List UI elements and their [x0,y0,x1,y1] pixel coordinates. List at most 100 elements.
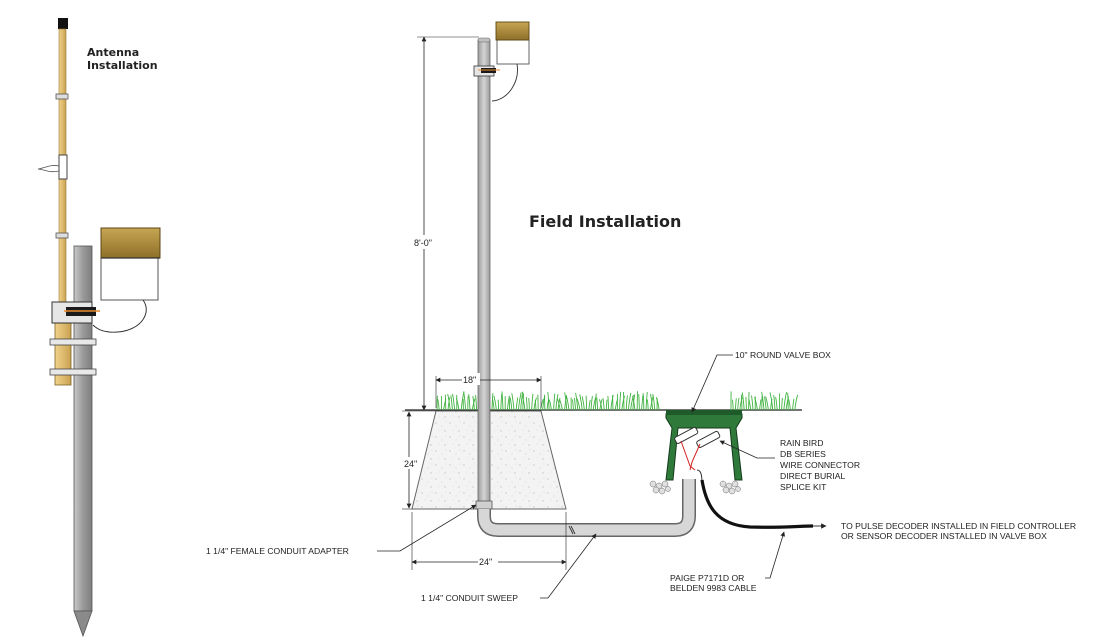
dim-height-label: 8'-0" [414,238,432,248]
grass-blade [539,399,544,411]
field-installation-title: Field Installation [529,212,681,231]
grass-blade [773,395,776,411]
grass-blade [632,395,636,411]
grass [436,391,799,411]
grass-blade [468,393,471,411]
grass-blade [444,394,447,411]
grass-blade [741,392,745,411]
grass-blade [556,398,561,411]
gravel [649,480,741,495]
grass-blade [497,399,500,411]
grass-blade [515,397,519,411]
grass-blade [785,396,790,411]
grass-blade [652,393,656,411]
grass-blade [734,398,737,411]
grass-blade [437,398,440,411]
splice-kit [674,426,721,487]
steel-post [73,245,93,612]
grass-blade [769,392,774,411]
conduit-adapter [475,500,493,510]
dim-depth: 24" [402,410,436,510]
dim-top-width: 18" [435,373,542,408]
callout-cable: PAIGE P7171D OR BELDEN 9983 CABLE [670,531,786,593]
adapter-label: 1 1/4" FEMALE CONDUIT ADAPTER [206,546,349,556]
grass-blade [623,391,625,411]
grass-blade [579,394,583,411]
grass-blade [555,394,559,411]
antenna-installation-panel: Antenna Installation [37,18,161,638]
callout-decoder: TO PULSE DECODER INSTALLED IN FIELD CONT… [841,521,1076,541]
grass-blade [627,392,632,411]
antenna-connector [58,154,68,180]
splice-line-4: DIRECT BURIAL [780,471,845,481]
grass-blade [511,393,515,411]
grass-blade [794,394,799,411]
grass-blade [572,399,574,411]
grass-blade [641,393,644,411]
grass-blade [781,397,783,411]
callout-splice-kit: RAIN BIRD DB SERIES WIRE CONNECTOR DIREC… [719,438,860,492]
grass-blade [638,394,640,411]
splice-line-2: DB SERIES [780,449,826,459]
grass-blade [650,394,654,411]
grass-blade [787,392,789,411]
field-controller-main [473,21,530,102]
antenna-title-line1: Antenna [87,46,139,59]
grass-blade [548,399,552,411]
grass-blade [605,399,608,411]
post-spike [73,610,93,638]
grass-blade [602,398,605,411]
callout-valve-box: 10" ROUND VALVE BOX [691,350,831,413]
dim-top-width-label: 18" [463,375,476,385]
field-installation-panel: Field Installation [206,21,1076,603]
valve-box-label: 10" ROUND VALVE BOX [735,350,831,360]
grass-blade [581,396,585,411]
grass-blade [645,392,648,411]
cable-line-1: PAIGE P7171D OR [670,573,744,583]
grass-blade [533,397,537,411]
splice-line-3: WIRE CONNECTOR [780,460,860,470]
grass-blade [594,393,597,411]
grass-blade [761,391,765,411]
grass-blade [625,395,628,411]
grass-blade [588,399,591,411]
grass-blade [619,391,622,411]
grass-blade [754,396,758,411]
grass-blade [788,399,791,411]
grass-blade [452,393,456,411]
grass-blade [501,391,504,411]
grass-blade [521,394,526,411]
grass-blade [491,393,494,411]
grass-blade [559,399,563,411]
grass-blade [737,397,740,411]
cable-line-2: BELDEN 9983 CABLE [670,583,757,593]
grass-blade [607,395,610,411]
grass-blade [748,399,752,411]
grass-blade [655,397,660,411]
field-controller-left [100,227,161,301]
grass-blade [598,399,603,411]
mounting-pole [477,39,491,503]
valve-box [665,410,743,481]
grass-blade [646,399,649,411]
grass-blade [585,395,588,411]
grass-blade [575,392,579,411]
grass-blade [564,392,568,411]
grass-blade [759,399,762,411]
antenna-tip [58,18,68,29]
grass-blade [447,397,451,411]
grass-blade [792,398,795,411]
grass-blade [765,396,769,411]
grass-blade [573,397,577,411]
grass-blade [740,394,743,411]
grass-blade [764,396,767,411]
grass-blade [528,398,530,411]
grass-blade [493,395,497,411]
grass-blade [534,399,537,411]
grass-blade [500,393,503,411]
callout-sweep: 1 1/4" CONDUIT SWEEP [421,533,597,603]
grass-blade [775,396,778,411]
grass-blade [732,399,734,411]
grass-blade [475,395,478,411]
